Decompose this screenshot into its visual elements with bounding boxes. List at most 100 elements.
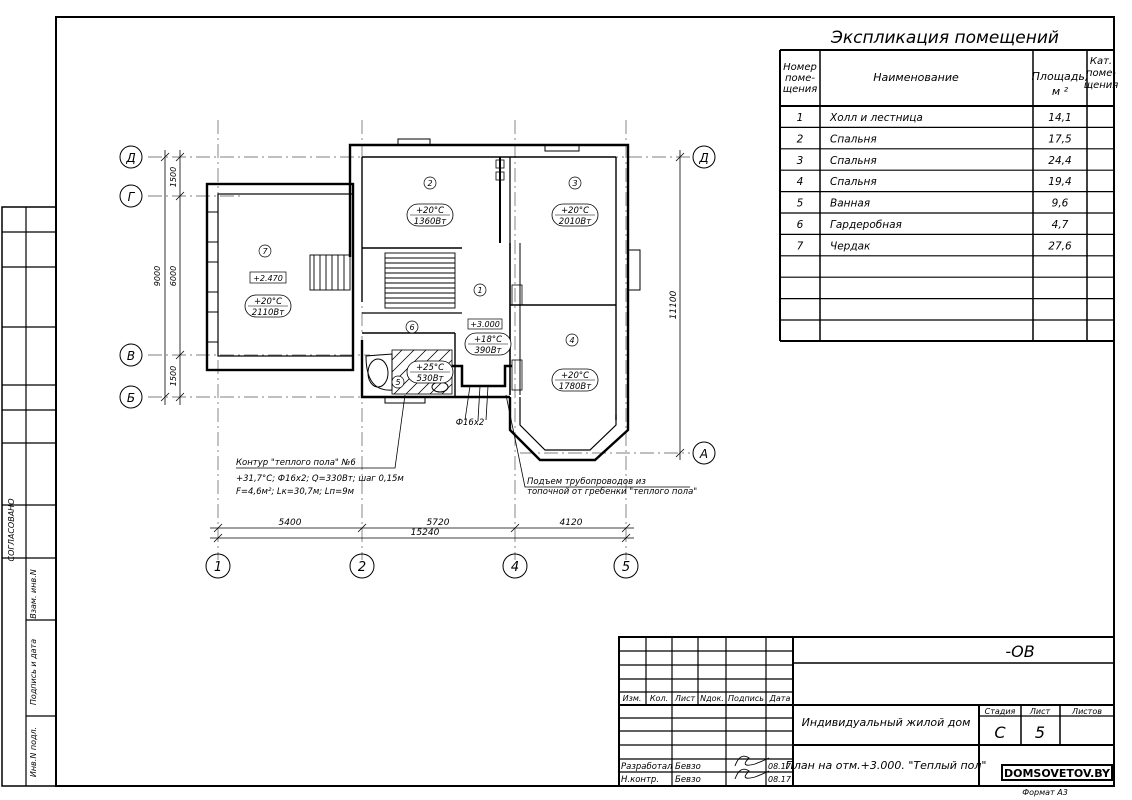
sheet-title: План на отм.+3.000. "Теплый пол" — [786, 759, 987, 772]
axis-bubble — [613, 553, 639, 579]
col-header-qty: Кол. — [650, 694, 668, 703]
sheet-frame — [55, 16, 1115, 787]
title-block — [618, 636, 1115, 787]
row-area: 4,7 — [1052, 219, 1069, 231]
header-num-3: щения — [783, 84, 818, 95]
axis-bubble — [119, 145, 143, 169]
row-num: 2 — [797, 133, 804, 145]
axis-letter: Г — [128, 190, 136, 204]
col-header-docno: Nдок. — [700, 694, 724, 703]
room-number: 1 — [477, 286, 482, 295]
room-temperature: +25°C — [416, 363, 444, 373]
header-cat-3: щения — [1084, 80, 1119, 91]
axis-letter: Б — [127, 391, 135, 405]
row-num: 7 — [797, 240, 804, 252]
room-temperature: +20°C — [561, 371, 589, 381]
contour-note-line-2: +31,7°С; Ф16х2; Q=330Вт; шаг 0,15м — [236, 474, 404, 484]
stage-value: С — [994, 723, 1006, 742]
sheet-label: Лист — [1029, 707, 1051, 716]
room-temperature: +18°C — [474, 335, 502, 345]
contour-note-line-3: F=4,6м²; Lк=30,7м; Lп=9м — [236, 487, 355, 497]
level-mark-attic: +2.470 — [253, 274, 283, 283]
explication-table: Экспликация помещений Номер поме- щения … — [779, 28, 1119, 342]
room-number-circle — [423, 176, 437, 190]
signature-date-label: Подпись и дата — [29, 639, 38, 705]
title-block-text: -ОВ Изм. Кол. Лист Nдок. Подпись Дата Ин… — [621, 642, 1102, 797]
row-num: 1 — [797, 112, 804, 124]
row-area: 19,4 — [1048, 176, 1071, 188]
date-norm-control: 08.17 — [768, 775, 792, 784]
signature-1 — [734, 755, 770, 767]
stairs — [309, 252, 456, 309]
axis-number: 5 — [622, 560, 630, 575]
format-label: Формат А3 — [1022, 788, 1068, 797]
side-stamp: СОГЛАСОВАНО Взам. инв.N Подпись и дата И… — [1, 206, 57, 787]
room-number-circle — [568, 176, 582, 190]
row-num: 5 — [797, 198, 804, 210]
axis-letter: Д — [698, 151, 708, 165]
dim-2-4: 5720 — [427, 518, 450, 528]
room-number: 7 — [262, 247, 268, 256]
axis-number: 1 — [214, 560, 222, 575]
riser-note-line-1: Подъем трубопроводов из — [527, 477, 646, 487]
axis-bubble — [119, 184, 143, 208]
row-num: 3 — [797, 155, 804, 167]
room-heat-power: 1780Вт — [559, 382, 592, 392]
row-name: Чердак — [830, 240, 871, 252]
room-heat-power: 2110Вт — [252, 308, 285, 318]
row-name: Холл и лестница — [829, 112, 923, 124]
axis-number: 2 — [358, 560, 366, 575]
row-name: Спальня — [830, 155, 877, 167]
header-name: Наименование — [873, 71, 959, 84]
replacement-inv-label: Взам. инв.N — [29, 569, 38, 618]
room-number: 3 — [572, 179, 577, 188]
dim-g-v: 6000 — [169, 266, 178, 286]
riser-note-line-2: топочной от гребенки "теплого пола" — [527, 487, 697, 497]
explication-title: Экспликация помещений — [830, 28, 1059, 48]
room-number-circle — [473, 283, 487, 297]
axis-letter: Д — [125, 151, 135, 165]
row-name: Ванная — [830, 198, 870, 210]
room-temperature: +20°C — [561, 206, 589, 216]
date-developer: 08.17 — [768, 762, 792, 771]
room-number: 5 — [395, 378, 400, 387]
room-number: 6 — [409, 323, 414, 332]
col-header-signature: Подпись — [728, 694, 764, 703]
header-num-2: поме- — [785, 73, 815, 84]
axis-letter: А — [699, 447, 708, 461]
row-num: 4 — [797, 176, 804, 188]
row-area: 24,4 — [1048, 155, 1071, 167]
name-developer: Бевзо — [675, 762, 701, 772]
room-temperature: +20°C — [254, 297, 282, 307]
dim-total: 15240 — [411, 528, 440, 538]
radiator-marks — [495, 159, 523, 391]
contour-note-line-1: Контур "теплого пола" №6 — [236, 458, 356, 468]
row-name: Спальня — [830, 133, 877, 145]
document-code: -ОВ — [1005, 642, 1034, 661]
room-heat-power: 530Вт — [416, 374, 444, 384]
row-name: Спальня — [830, 176, 877, 188]
col-header-rev: Изм. — [623, 694, 642, 703]
role-developer: Разработал — [621, 762, 673, 772]
signature-2 — [734, 768, 770, 780]
dim-d-a: 11100 — [669, 290, 679, 319]
dim-d-g: 1500 — [169, 167, 178, 187]
name-norm-control: Бевзо — [675, 775, 701, 785]
room-temperature: +20°C — [416, 206, 444, 216]
room-number-circle — [405, 320, 419, 334]
room-heat-power: 390Вт — [474, 346, 502, 356]
site-name: DOMSOVETOV.BY — [1004, 767, 1111, 780]
header-cat-1: Кат. — [1090, 56, 1112, 67]
col-header-date: Дата — [769, 694, 791, 703]
row-area: 17,5 — [1048, 133, 1072, 145]
dim-1-2: 5400 — [279, 518, 302, 528]
agreed-label: СОГЛАСОВАНО — [7, 499, 16, 562]
room-number-circle — [565, 333, 579, 347]
axis-bubble — [119, 343, 143, 367]
level-mark-floor: +3.000 — [470, 320, 500, 329]
room-heat-power: 1360Вт — [414, 217, 447, 227]
axis-letter: В — [127, 349, 135, 363]
row-area: 14,1 — [1048, 112, 1071, 124]
pipe-route — [452, 364, 512, 421]
sheet-value: 5 — [1035, 723, 1045, 742]
